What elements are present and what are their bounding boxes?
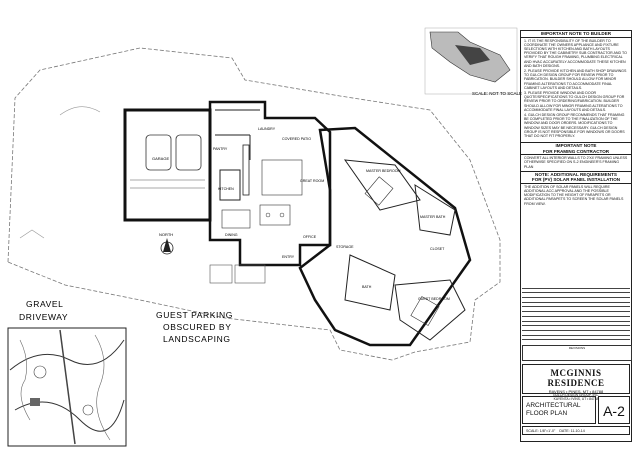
title-block: MCGINNIS RESIDENCE RAVENS • PINES, MT • … <box>520 362 632 442</box>
project-box: MCGINNIS RESIDENCE RAVENS • PINES, MT • … <box>522 364 630 401</box>
builder-note-3: 3. PLEASE PROVIDE WINDOW AND DOOR QUOTE/… <box>524 90 625 112</box>
solar-header-1: NOTE: ADDITIONAL REQUIREMENTS <box>535 171 617 177</box>
garage-label: GARAGE <box>152 156 169 161</box>
notes-panel: IMPORTANT NOTE TO BUILDER 1. IT IS THE R… <box>520 30 632 442</box>
key-plan: SCALE: NOT TO SCALE <box>424 27 522 96</box>
scale-date-row: SCALE: 1/8"=1'-0" DATE: 11-10-14 <box>522 426 630 435</box>
builder-note-header: IMPORTANT NOTE TO BUILDER <box>521 31 631 38</box>
bath-label: BATH <box>362 285 372 289</box>
solar-header-2: FOR (PV) SOLAR PANEL INSTALLATION <box>521 177 631 184</box>
laundry-label: LAUNDRY <box>258 127 276 131</box>
framing-note: CONVERT ALL INTERIOR WALLS TO 2'X4' FRAM… <box>524 156 628 169</box>
entry-label: ENTRY <box>282 255 295 259</box>
sheet-title: ARCHITECTURAL FLOOR PLAN <box>522 396 596 424</box>
gravel-label: GRAVEL <box>26 299 63 309</box>
master-bath-label: MASTER BATH <box>420 215 446 219</box>
project-name: MCGINNIS RESIDENCE <box>547 368 605 388</box>
obscured-label: OBSCURED BY <box>163 322 231 332</box>
master-bedroom-label: MASTER BEDROOM <box>366 169 401 173</box>
north-arrow-icon: NORTH <box>159 232 174 255</box>
bedroom-wing: MASTER BEDROOM GUEST BEDROOM MASTER BATH… <box>298 126 472 347</box>
company-name: GULCH DESIGN GROUP, INC. <box>552 393 600 397</box>
builder-note-1: 1. IT IS THE RESPONSIBILITY OF THE BUILD… <box>524 38 627 68</box>
project-address: RAVENS • PINES, MT • 84788 <box>548 389 604 394</box>
living-wing: COVERED PATIO GREAT ROOM KITCHEN DINING … <box>208 100 332 267</box>
pantry-label: PANTRY <box>213 147 228 151</box>
garage: GARAGE <box>123 108 212 222</box>
guest-bedroom-label: GUEST BEDROOM <box>418 297 450 301</box>
closet-label: CLOSET <box>430 247 445 251</box>
company-address: KAYENTA • IVINS, UT • 84738 <box>553 396 599 401</box>
sheet-number: A-2 <box>598 396 630 424</box>
sheet-title-line-1: ARCHITECTURAL <box>526 402 581 409</box>
builder-notes: 1. IT IS THE RESPONSIBILITY OF THE BUILD… <box>521 38 631 141</box>
kitchen-label: KITCHEN <box>218 187 234 191</box>
north-label: NORTH <box>159 232 173 237</box>
landscaping-label: LANDSCAPING <box>163 334 231 344</box>
scale-label: SCALE: NOT TO SCALE <box>472 91 522 96</box>
office-label: OFFICE <box>303 235 317 239</box>
dining-label: DINING <box>225 233 238 237</box>
property-line <box>7 47 501 361</box>
storage-label: STORAGE <box>336 245 354 249</box>
solar-note: THE ADDITION OF SOLAR PANELS WILL REQUIR… <box>524 184 624 206</box>
guest-parking-label: GUEST PARKING <box>156 310 233 320</box>
framing-header-2: FOR FRAMING CONTRACTOR <box>521 149 631 156</box>
framing-header-1: IMPORTANT NOTE <box>555 143 597 149</box>
great-room-label: GREAT ROOM <box>300 179 324 183</box>
builder-note-2: 2. PLEASE PROVIDE KITCHEN AND BATH SHOP … <box>524 68 627 90</box>
covered-patio-label: COVERED PATIO <box>282 137 311 141</box>
vicinity-map <box>7 327 127 447</box>
sheet-title-line-2: FLOOR PLAN <box>526 410 568 417</box>
driveway-label: DRIVEWAY <box>19 312 68 322</box>
scale-value: SCALE: 1/8"=1'-0" <box>526 429 556 433</box>
date-value: DATE: 11-10-14 <box>559 429 585 433</box>
builder-note-4: 4. GULCH DESIGN GROUP RECOMMENDS THAT FR… <box>524 112 625 138</box>
revisions-label: REVISIONS <box>568 346 586 350</box>
revisions-box: REVISIONS <box>522 345 632 361</box>
area-schedule <box>522 284 630 341</box>
